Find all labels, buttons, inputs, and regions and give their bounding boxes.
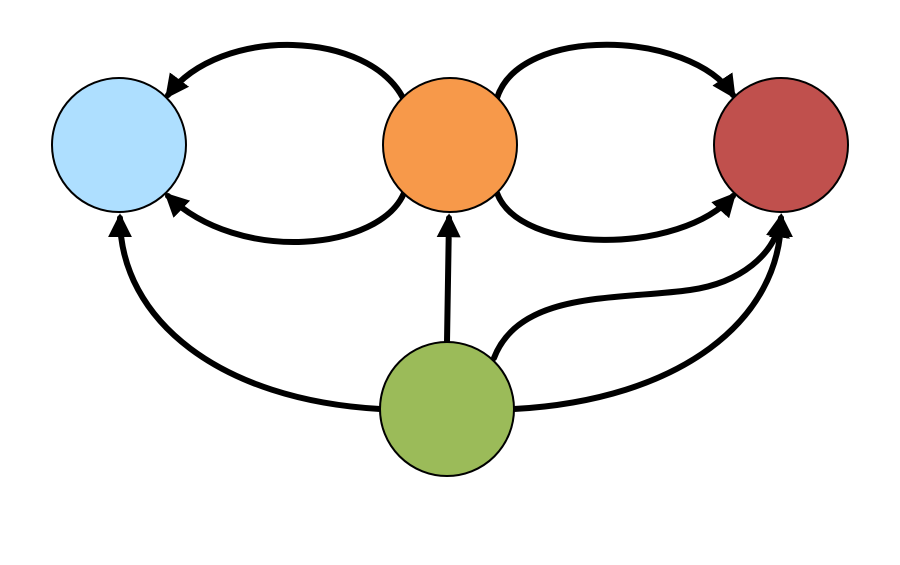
edge-orange-to-blue-bottom (164, 190, 407, 245)
edge-orange-to-red-top (494, 41, 736, 101)
edge-green-to-orange (436, 213, 461, 345)
node-blue (51, 77, 187, 213)
edge-green-to-red-inner (491, 213, 790, 361)
node-green (379, 341, 515, 477)
edge-green-to-red-outer (511, 213, 793, 412)
edge-green-to-blue (108, 213, 383, 412)
edge-orange-to-blue-top (165, 42, 407, 103)
node-red (713, 77, 849, 213)
edge-orange-to-red-bottom (494, 190, 737, 243)
node-orange (382, 77, 518, 213)
